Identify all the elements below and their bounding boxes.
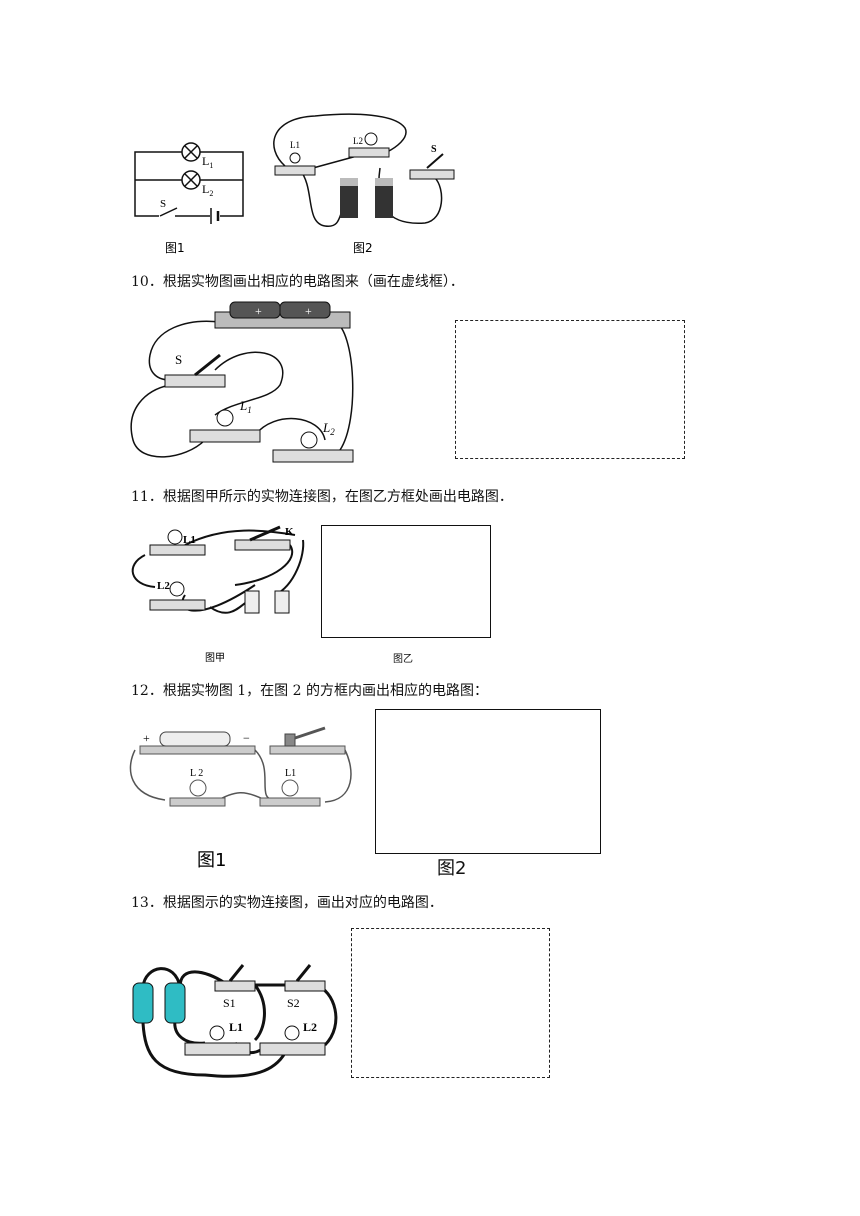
q13-lamp2-label: L2 (303, 1020, 317, 1034)
q10-lamp2-label: L2 (322, 420, 335, 437)
q11-physical-circuit: L1 L2 K 图甲 (131, 525, 305, 664)
q11-lamp1-label: L1 (183, 534, 196, 546)
q10-lamp1-label: L1 (239, 398, 252, 415)
q12-caption-right: 图2 (437, 858, 467, 879)
q12-answer-box[interactable] (375, 709, 601, 854)
q13-physical-circuit: S1 S2 L1 L2 (132, 964, 338, 1078)
q12-caption-left: 图1 (197, 850, 226, 871)
q10-answer-box[interactable] (455, 320, 685, 459)
q13-answer-box[interactable] (351, 928, 550, 1078)
q12-lamp1-label: L1 (285, 768, 296, 779)
fig1-switch-label: S (160, 198, 166, 210)
question-12-text: 12．根据实物图 1，在图 2 的方框内画出相应的电路图： (131, 683, 488, 699)
q11-lamp2-label: L2 (157, 580, 170, 592)
question-11-text: 11．根据图甲所示的实物连接图，在图乙方框处画出电路图． (131, 489, 513, 505)
q13-switch2-label: S2 (287, 996, 300, 1010)
q12-minus-label: − (243, 731, 250, 745)
fig1-circuit-diagram (134, 142, 244, 224)
svg-text:+: + (305, 304, 312, 318)
q13-switch1-label: S1 (223, 996, 236, 1010)
q11-switch-label: K (285, 526, 294, 538)
q12-physical-circuit: + − L 2 L1 图1 (129, 726, 352, 871)
q10-switch-label: S (175, 352, 182, 367)
fig2-lamp2-label: L2 (353, 136, 363, 146)
q11-caption-right: 图乙 (393, 654, 413, 665)
question-10-text: 10．根据实物图画出相应的电路图来（画在虚线框）． (131, 274, 464, 290)
q10-physical-circuit: + + S L1 L2 (130, 301, 354, 463)
q11-answer-box[interactable] (321, 525, 491, 638)
fig2-physical-circuit (273, 113, 455, 227)
svg-text:+: + (255, 304, 262, 318)
fig1-lamp2-label: L2 (202, 182, 213, 198)
fig2-lamp1-label: L1 (290, 140, 300, 150)
question-13-text: 13．根据图示的实物连接图，画出对应的电路图． (131, 895, 443, 911)
fig1-lamp1-label: L1 (202, 154, 213, 170)
fig1-caption: 图1 (165, 241, 185, 255)
fig2-caption: 图2 (353, 241, 373, 255)
q12-plus-label: + (143, 731, 150, 745)
fig2-switch-label: S (431, 144, 437, 155)
q13-lamp1-label: L1 (229, 1020, 243, 1034)
q11-caption-left: 图甲 (205, 652, 225, 664)
q12-lamp2-label: L 2 (190, 768, 203, 779)
top-figure: L1 L2 S 图1 L1 L2 S 图2 (134, 113, 455, 255)
